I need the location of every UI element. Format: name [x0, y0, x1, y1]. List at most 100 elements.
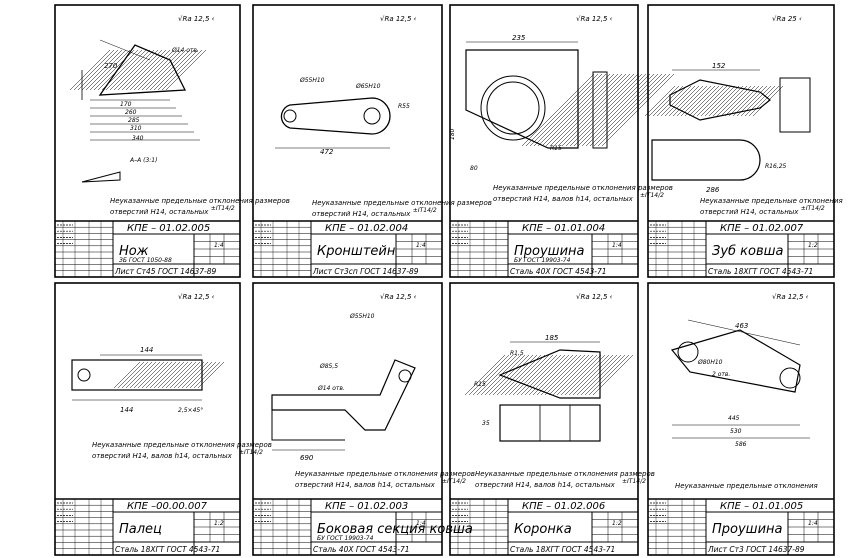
eye-side-view	[592, 71, 608, 149]
hatch-line	[569, 73, 643, 147]
dim-label: 2,5×45°	[178, 407, 203, 414]
eye-outline	[465, 49, 579, 149]
tolerance-suffix: ±IT14/2	[640, 192, 664, 199]
hatch-line	[716, 85, 748, 117]
hatch-line	[696, 85, 728, 117]
hatch-line	[553, 73, 627, 147]
hatch-line	[133, 49, 175, 91]
hatch-line	[680, 85, 712, 117]
frame-border	[54, 4, 241, 278]
hatch-line	[117, 49, 159, 91]
dim-label: 152	[712, 62, 726, 70]
frame-border	[54, 282, 241, 556]
hatch-line	[601, 73, 675, 147]
scale-value: 1:2	[612, 520, 622, 527]
hatch-line	[121, 361, 149, 389]
hatch-line	[648, 85, 680, 117]
knife-outline	[98, 44, 187, 96]
hatch-line	[480, 354, 522, 396]
section-base	[271, 410, 345, 441]
hatch-line	[572, 354, 614, 396]
dim-label: R15	[474, 381, 486, 388]
hatch-line	[77, 49, 119, 91]
hatch-line	[564, 354, 606, 396]
crown-side-inner	[539, 404, 571, 442]
hatch-line	[520, 354, 562, 396]
tolerance-note-1: Неуказанные предельные отклонения размер…	[110, 197, 290, 216]
part-name: Нож	[119, 244, 149, 259]
hatch-line	[652, 85, 684, 117]
hatch-line	[141, 49, 183, 91]
dim-label: 472	[320, 148, 334, 156]
roughness-mark: √Ra 12,5 ‹	[178, 293, 215, 301]
eye-circle-inner	[486, 81, 540, 135]
hatch-line	[736, 85, 768, 117]
hatch-line	[748, 85, 780, 117]
tolerance-note-line1: Неуказанные предельные отклонения размер…	[92, 441, 272, 449]
hatch-line	[524, 354, 566, 396]
sheet-frame-1	[54, 4, 241, 278]
hatch-line	[584, 354, 626, 396]
part-name: Кронштейн	[317, 244, 396, 259]
hatch-line	[105, 49, 147, 91]
frame-border	[647, 4, 835, 278]
tolerance-note-line1: Неуказанные предельные отклонения размер…	[493, 184, 673, 192]
tolerance-note-line1: Неуказанные предельные отклонения размер…	[312, 199, 492, 207]
dim-label: Ø14 отв.	[171, 47, 199, 54]
dim-label: 80	[470, 165, 478, 172]
hatch-line	[573, 73, 647, 147]
hatch-line	[149, 49, 191, 91]
dim-label: R55	[398, 103, 410, 110]
hatch-line	[712, 85, 744, 117]
tolerance-note-3: Неуказанные предельные отклонения размер…	[493, 184, 673, 203]
hatch-line	[552, 354, 594, 396]
pin-body	[71, 359, 203, 391]
roughness-mark: √Ra 25 ‹	[772, 15, 802, 23]
part-name: Проушина	[712, 522, 783, 537]
hatch-line	[752, 85, 784, 117]
hatch-line	[700, 85, 732, 117]
section-view	[81, 171, 121, 183]
material-label: Сталь 18ХГТ ГОСТ 4543-71	[708, 267, 813, 276]
dimension-line	[99, 39, 151, 61]
hatch-line	[137, 49, 179, 91]
dim-label: 170	[120, 101, 132, 108]
tolerance-note-8: Неуказанные предельные отклонения	[675, 482, 818, 490]
hatch-line	[536, 354, 578, 396]
hatch-line	[580, 354, 622, 396]
hatch-line	[577, 73, 651, 147]
sheet-frame-4	[647, 4, 835, 278]
hatch-line	[97, 49, 139, 91]
hatch-line	[109, 49, 151, 91]
hatch-line	[145, 361, 173, 389]
tolerance-note-6: Неуказанные предельные отклонения размер…	[295, 470, 475, 489]
hatch-line	[660, 85, 692, 117]
drawing-code: КПЕ – 01.01.005	[720, 501, 803, 512]
hatch-line	[472, 354, 514, 396]
hatch-line	[557, 73, 631, 147]
hatch-line	[101, 49, 143, 91]
hatch-line	[476, 354, 518, 396]
hatch-line	[468, 354, 510, 396]
hatch-line	[161, 49, 203, 91]
hatch-line	[153, 361, 181, 389]
frame-border	[647, 282, 835, 556]
hatch-line	[540, 354, 582, 396]
tolerance-note-line2: отверстий H14, валов h14, остальных	[295, 481, 436, 489]
dim-label: 180	[449, 128, 456, 140]
hatch-line	[533, 73, 607, 147]
part-name: Проушина	[514, 244, 585, 259]
hatch-line	[85, 49, 127, 91]
tolerance-suffix: ±IT14/2	[622, 478, 646, 485]
tolerance-suffix: ±IT14/2	[413, 207, 437, 214]
hatch-line	[532, 354, 574, 396]
roughness-mark: √Ra 12,5 ‹	[380, 293, 417, 301]
scale-value: 1:4	[416, 520, 426, 527]
tolerance-note-line2: отверстий H14, остальных	[700, 208, 799, 216]
roughness-mark: √Ra 12,5 ‹	[576, 15, 613, 23]
hatch-line	[529, 73, 603, 147]
hatch-line	[169, 361, 197, 389]
